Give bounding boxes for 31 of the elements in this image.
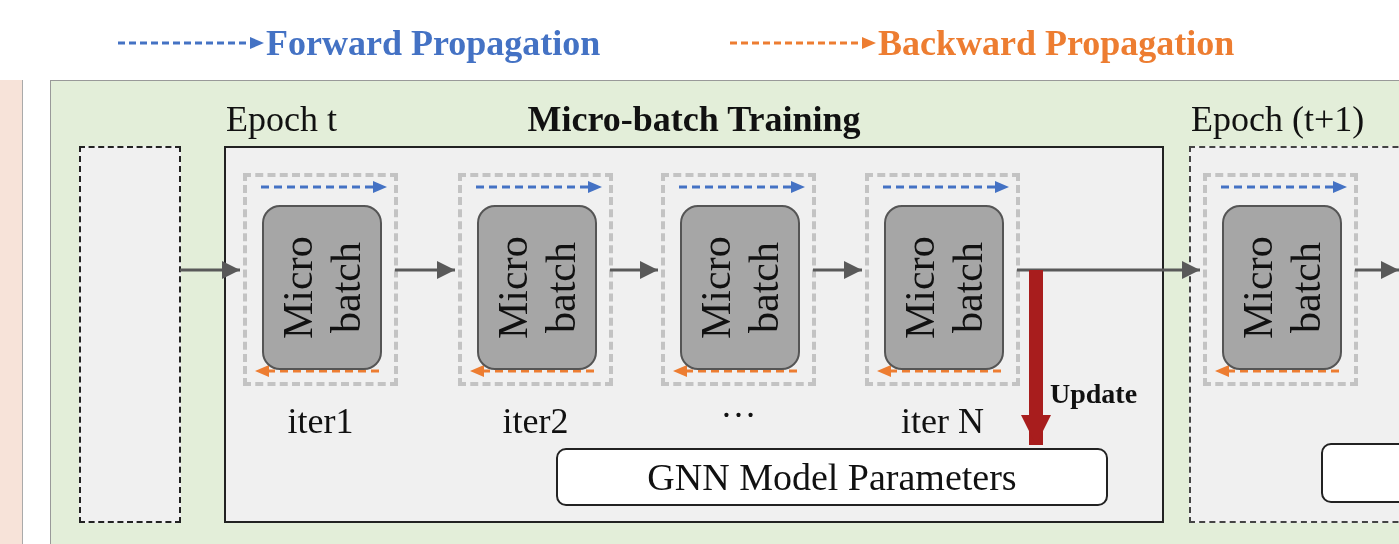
arrow (1021, 270, 1051, 445)
arrow (1355, 261, 1399, 279)
legend-label: Forward Propagation (266, 22, 601, 64)
micro-batch-label: Micro batch (1234, 235, 1330, 341)
epoch-label: Epoch (t+1) (1191, 98, 1365, 140)
parameter-box (556, 448, 1108, 506)
micro-batch-label: Micro batch (489, 235, 585, 341)
iteration-label: iter N (901, 400, 984, 442)
panel-background (50, 80, 1399, 544)
micro-batch-label: Micro batch (692, 235, 788, 341)
arrow (813, 261, 862, 279)
arrow (610, 261, 658, 279)
parameter-label: GNN Model Parameters (647, 455, 1017, 499)
iteration-label: iter2 (502, 400, 569, 442)
iteration-label: … (720, 384, 757, 426)
epoch-label: Epoch t (226, 98, 337, 140)
arrow (395, 261, 455, 279)
legend-label: Backward Propagation (878, 22, 1235, 64)
micro-batch-box (680, 205, 800, 370)
arrow (1017, 261, 1200, 279)
micro-batch-box (1222, 205, 1342, 370)
micro-batch-label: Micro batch (274, 235, 370, 341)
micro-batch-label: Micro batch (896, 235, 992, 341)
epoch-box (79, 146, 181, 523)
section-title: Micro-batch Training (527, 98, 861, 140)
iteration-frame (1203, 173, 1358, 386)
iteration-label: iter1 (287, 400, 354, 442)
arrow (180, 261, 240, 279)
micro-batch-box (477, 205, 597, 370)
micro-batch-box (884, 205, 1004, 370)
micro-batch-box (262, 205, 382, 370)
